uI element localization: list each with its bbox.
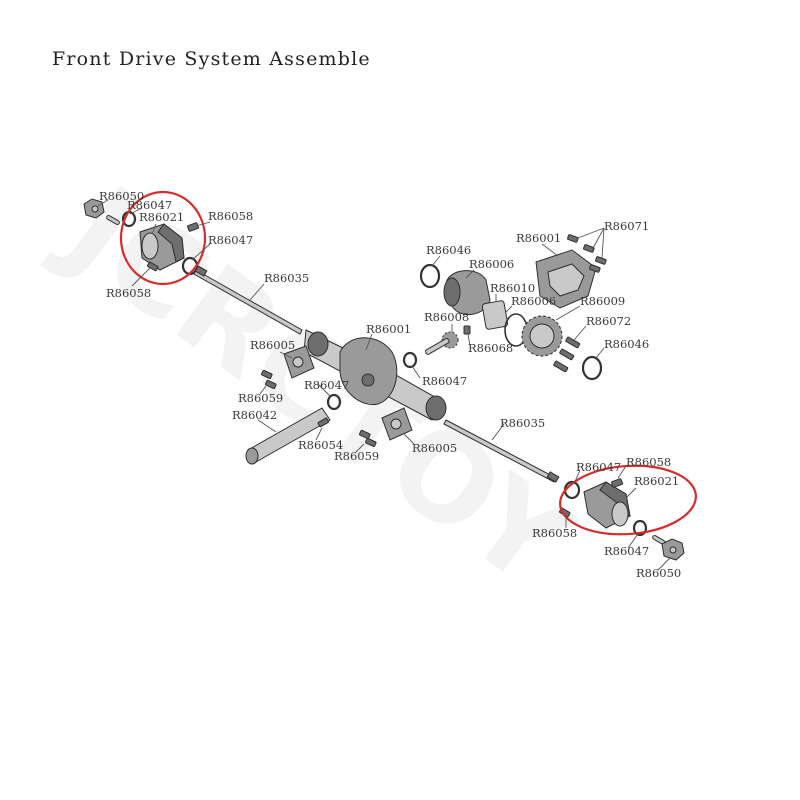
- label-r86010: R86010: [490, 281, 535, 295]
- hub-carrier-top: [139, 223, 185, 271]
- label-r86006-a: R86006: [469, 257, 514, 271]
- hub-nut-bottom: [661, 538, 685, 561]
- label-r86059-bottom: R86059: [334, 449, 379, 463]
- pin-top-b: [147, 261, 159, 272]
- bearing-mount-left: [326, 393, 342, 411]
- label-r86046-right: R86046: [604, 337, 649, 351]
- label-r86042: R86042: [232, 408, 277, 422]
- label-r86047-bot-a: R86047: [576, 460, 621, 474]
- label-r86068: R86068: [468, 341, 513, 355]
- label-r86047-bot-b: R86047: [604, 544, 649, 558]
- diff-case: [443, 270, 491, 315]
- page-title: Front Drive System Assemble: [52, 48, 371, 70]
- label-r86058-bot-b: R86058: [532, 526, 577, 540]
- label-r86058-top-a: R86058: [208, 209, 253, 223]
- diff-cover: [535, 249, 597, 309]
- label-r86009: R86009: [580, 294, 625, 308]
- link-pin: [317, 417, 329, 428]
- drive-shaft-upper: [193, 265, 303, 335]
- bearing-pinion: [402, 351, 418, 369]
- label-r86021-bot: R86021: [634, 474, 679, 488]
- label-r86008: R86008: [424, 310, 469, 324]
- pinion-screw: [463, 325, 471, 335]
- bearing-diff-left: [419, 263, 441, 289]
- ring-gear: [521, 315, 563, 357]
- label-r86005-left: R86005: [250, 338, 295, 352]
- label-r86035-upper: R86035: [264, 271, 309, 285]
- mount-screws-bottom: [359, 429, 377, 448]
- label-r86050-bot: R86050: [636, 566, 681, 580]
- label-r86047-right-mid: R86047: [422, 374, 467, 388]
- axle-housing: [303, 329, 447, 421]
- label-r86021-top: R86021: [139, 210, 184, 224]
- hub-nut-top: [83, 198, 105, 219]
- pinion-gear: [424, 331, 459, 355]
- label-r86046-left: R86046: [426, 243, 471, 257]
- label-r86072: R86072: [586, 314, 631, 328]
- label-r86001-axle: R86001: [366, 322, 411, 336]
- label-r86050-top: R86050: [99, 189, 144, 203]
- label-r86047-top-a: R86047: [127, 198, 172, 212]
- drive-shaft-lower: [443, 419, 560, 483]
- highlight-circle-top: [119, 190, 207, 286]
- cover-pins: [553, 336, 581, 373]
- cover-screws: [567, 234, 607, 273]
- diff-cup: [481, 300, 509, 330]
- label-r86054: R86054: [298, 438, 343, 452]
- link-tube: [245, 407, 331, 465]
- mount-screws-left: [261, 369, 277, 390]
- leader-lines: [97, 199, 671, 571]
- pin-small-top: [106, 215, 120, 225]
- label-r86059-left: R86059: [238, 391, 283, 405]
- hub-carrier-bottom: [583, 481, 631, 529]
- label-r86071: R86071: [604, 219, 649, 233]
- mount-bottom: [381, 407, 413, 441]
- label-r86058-bot-a: R86058: [626, 455, 671, 469]
- label-r86006-b: R86006: [511, 294, 556, 308]
- screw-bot-a: [611, 478, 623, 488]
- label-r86047-top-b: R86047: [208, 233, 253, 247]
- label-r86047-mid: R86047: [304, 378, 349, 392]
- label-r86035-lower: R86035: [500, 416, 545, 430]
- label-r86005-bottom: R86005: [412, 441, 457, 455]
- part-labels: R86050 R86047 R86021 R86058 R86047 R8605…: [99, 189, 681, 580]
- bearing-diff-right: [581, 355, 603, 381]
- label-r86001-cover: R86001: [516, 231, 561, 245]
- mount-left: [283, 345, 315, 379]
- label-r86058-top-b: R86058: [106, 286, 151, 300]
